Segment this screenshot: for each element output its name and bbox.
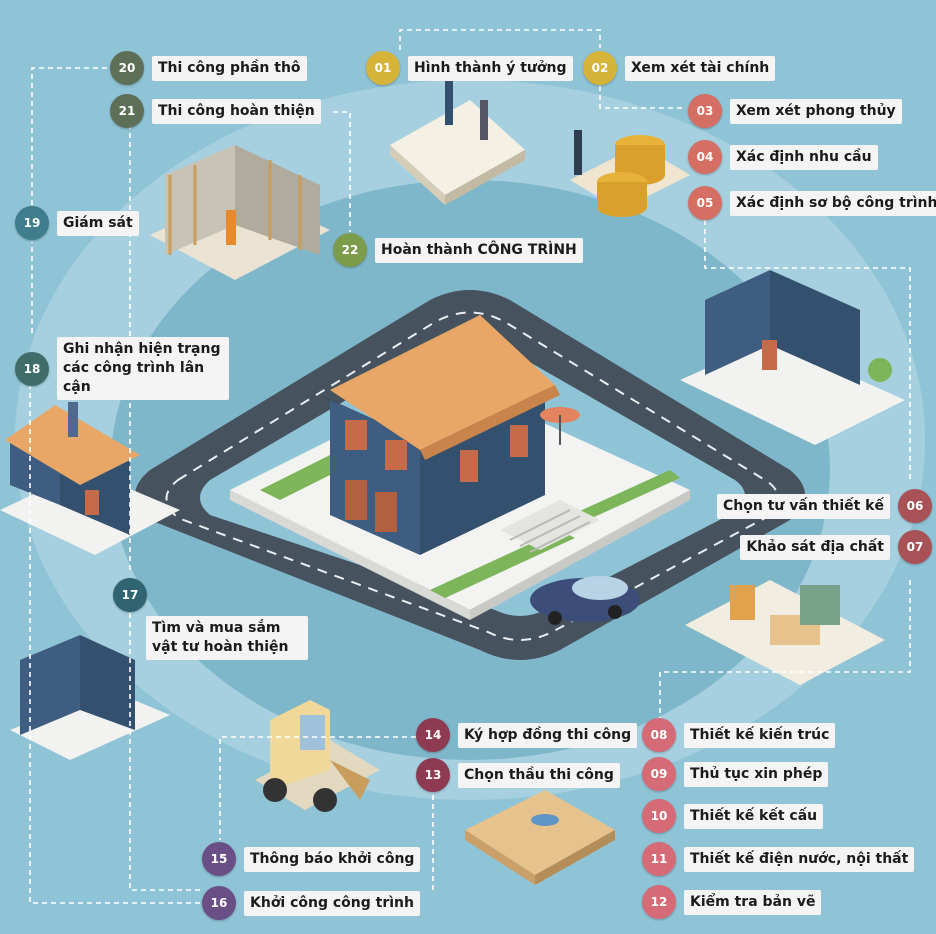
step-11-label: Thiết kế điện nước, nội thất (684, 846, 915, 872)
step-08-badge: 08 (642, 718, 676, 752)
step-06-badge: 06 (898, 489, 932, 523)
office-desk (685, 580, 885, 685)
left-house (0, 402, 180, 555)
step-12-badge: 12 (642, 885, 676, 919)
step-14-label: Ký hợp đồng thi công (458, 722, 638, 748)
meeting-table (465, 790, 615, 885)
step-20-badge: 20 (110, 51, 144, 85)
step-07-label: Khảo sát địa chất (740, 534, 890, 560)
step-02-badge: 02 (583, 51, 617, 85)
excavator (255, 700, 380, 812)
step-18-badge: 18 (15, 351, 49, 386)
step-16-label: Khởi công công trình (244, 890, 420, 916)
step-08-label: Thiết kế kiến trúc (684, 722, 836, 748)
step-14-badge: 14 (416, 718, 450, 752)
step-22-badge: 22 (333, 233, 367, 267)
step-08: 08 Thiết kế kiến trúc (642, 718, 836, 752)
step-03-label: Xem xét phong thủy (730, 98, 902, 124)
step-13: 13 Chọn thầu thi công (416, 758, 620, 792)
step-19: 19 Giám sát (15, 206, 139, 240)
step-02: 02 Xem xét tài chính (583, 51, 776, 85)
step-11: 11 Thiết kế điện nước, nội thất (642, 842, 915, 876)
step-04: 04 Xác định nhu cầu (688, 140, 878, 174)
step-12: 12 Kiểm tra bản vẽ (642, 885, 822, 919)
step-19-badge: 19 (15, 206, 49, 240)
step-13-label: Chọn thầu thi công (458, 762, 620, 788)
step-04-badge: 04 (688, 140, 722, 174)
step-09: 09 Thủ tục xin phép (642, 757, 829, 791)
step-10: 10 Thiết kế kết cấu (642, 799, 824, 833)
step-18-label: Ghi nhận hiện trạng các công trình lân c… (57, 337, 229, 400)
step-17-badge: 17 (113, 578, 147, 612)
step-10-label: Thiết kế kết cấu (684, 803, 824, 829)
step-05: 05 Xác định sơ bộ công trình (688, 186, 936, 220)
step-01-badge: 01 (366, 51, 400, 85)
step-12-label: Kiểm tra bản vẽ (684, 889, 822, 915)
step-05-badge: 05 (688, 186, 722, 220)
step-09-badge: 09 (642, 757, 676, 791)
step-22-label: Hoàn thành CÔNG TRÌNH (375, 237, 583, 263)
step-22: 22 Hoàn thành CÔNG TRÌNH (333, 233, 583, 267)
step-19-label: Giám sát (57, 210, 139, 236)
step-07-badge: 07 (898, 530, 932, 564)
step-16-badge: 16 (202, 886, 236, 920)
step-16: 16 Khởi công công trình (202, 886, 420, 920)
step-02-label: Xem xét tài chính (625, 55, 776, 81)
step-21-badge: 21 (110, 94, 144, 128)
step-20: 20 Thi công phần thô (110, 51, 307, 85)
construction-frame (150, 145, 330, 280)
step-06: 06 Chọn tư vấn thiết kế (717, 489, 932, 523)
step-01: 01 Hình thành ý tưởng (366, 51, 573, 85)
step-03-badge: 03 (688, 94, 722, 128)
step-04-label: Xác định nhu cầu (730, 144, 878, 170)
step-01-label: Hình thành ý tưởng (408, 55, 573, 81)
step-14: 14 Ký hợp đồng thi công (416, 718, 638, 752)
step-05-label: Xác định sơ bộ công trình (730, 190, 936, 216)
step-18: 18 Ghi nhận hiện trạng các công trình lâ… (15, 337, 229, 400)
step-15-badge: 15 (202, 842, 236, 876)
room-model (680, 270, 905, 445)
step-10-badge: 10 (642, 799, 676, 833)
step-21-label: Thi công hoàn thiện (152, 98, 321, 124)
step-17-label: Tìm và mua sắm vật tư hoàn thiện (146, 616, 308, 660)
step-20-label: Thi công phần thô (152, 55, 307, 81)
step-11-badge: 11 (642, 842, 676, 876)
planning-table (390, 80, 525, 205)
step-06-label: Chọn tư vấn thiết kế (717, 493, 890, 519)
step-21: 21 Thi công hoàn thiện (110, 94, 321, 128)
car (530, 576, 640, 625)
central-house (230, 315, 690, 620)
step-15: 15 Thông báo khởi công (202, 842, 421, 876)
coins (570, 130, 690, 217)
step-17: 17 (113, 578, 147, 612)
step-03: 03 Xem xét phong thủy (688, 94, 902, 128)
step-09-label: Thủ tục xin phép (684, 761, 829, 787)
step-07: 07 Khảo sát địa chất (740, 530, 932, 564)
step-13-badge: 13 (416, 758, 450, 792)
step-15-label: Thông báo khởi công (244, 846, 421, 872)
